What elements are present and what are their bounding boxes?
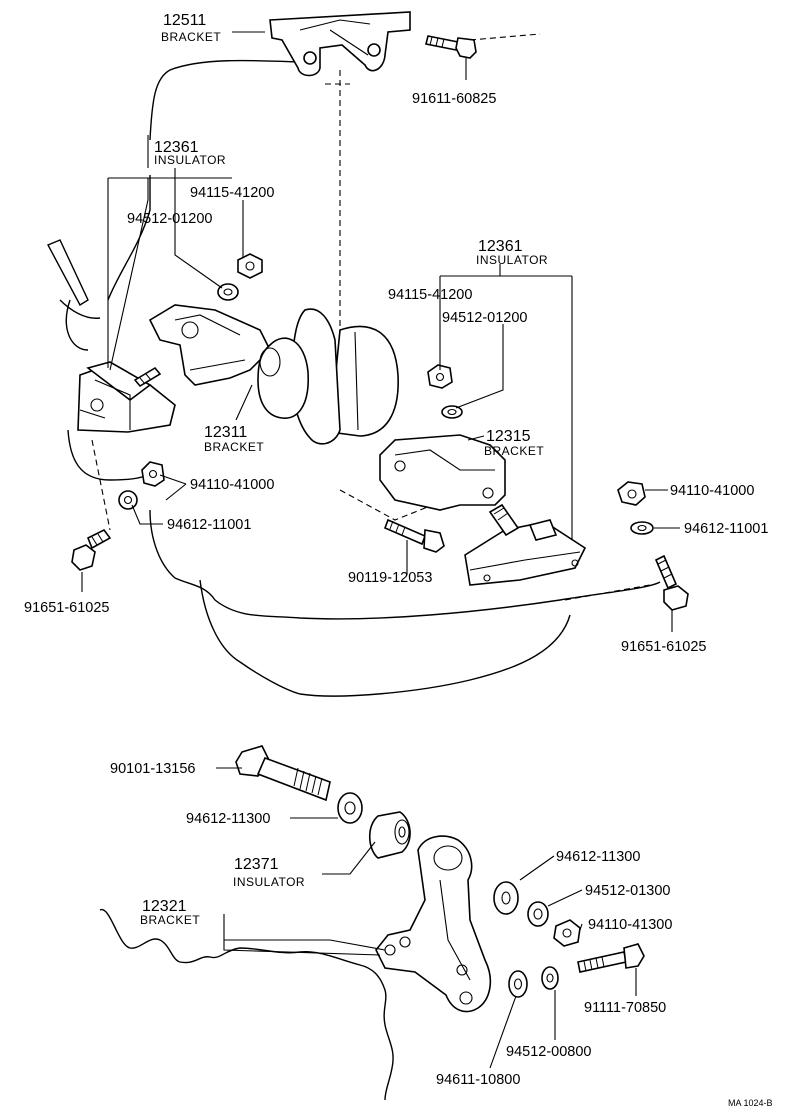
bolt-90119-12053-drawing [383,518,445,568]
nut-washer-left-mid-drawing [118,461,165,510]
leader-lines [81,31,680,1069]
nut-washer-left-top-drawing [217,253,263,301]
callout-12511-number: 12511 [163,12,206,29]
insulator-12371-drawing [368,811,411,859]
label-nut-right-low: 94110-41300 [588,917,672,933]
insulator-right-drawing [464,503,587,586]
label-bolt-top: 91611-60825 [412,91,496,107]
bolt-91611-60825-drawing [425,35,477,80]
bracket-12311-drawing [148,304,271,386]
drawing-code: MA 1024-B [728,1098,773,1108]
bolt-left-low-drawing [71,528,112,571]
washers-bottom-drawing [508,966,559,998]
transmission-drawing [257,308,399,445]
bracket-12321-drawing [375,835,492,1013]
callout-12361-left-word: INSULATOR [154,153,226,167]
label-bolt-left-low: 91651-61025 [24,600,109,616]
label-bolt-right-low: 91651-61025 [621,639,706,655]
labels: 12511 BRACKET 91611-60825 12361 INSULATO… [24,12,773,1108]
label-nut-right-mid: 94110-41000 [670,483,754,499]
label-washer-right-a: 94612-11300 [556,849,640,865]
label-nut-left-top: 94115-41200 [190,185,274,201]
bolt-right-low-drawing [654,554,689,611]
callout-12371-word: INSULATOR [233,875,305,889]
label-washer-right-b: 94512-01300 [585,883,670,899]
label-washer-small: 94512-00800 [506,1044,591,1060]
callout-12321-number: 12321 [142,898,187,915]
label-nut-right-top: 94115-41200 [388,287,472,303]
nut-washer-right-mid-drawing [617,481,654,535]
callout-12371-number: 12371 [234,856,279,873]
callout-12361-left-number: 12361 [154,139,199,156]
label-bolt-center: 90119-12053 [348,570,432,586]
washers-right-drawing [493,881,581,947]
callout-12361-right-number: 12361 [478,238,523,255]
callout-12321-word: BRACKET [140,913,200,927]
label-nut-left-mid: 94110-41000 [190,477,274,493]
label-bolt-long: 90101-13156 [110,761,195,777]
bracket-12511-drawing [269,11,411,77]
callout-12511-word: BRACKET [161,30,221,44]
callout-12315-number: 12315 [486,428,531,445]
label-washer-bottom: 94611-10800 [436,1072,520,1088]
bolt-91111-70850-drawing [577,943,645,973]
label-washer-right-top: 94512-01200 [442,310,527,326]
callout-12315-word: BRACKET [484,444,544,458]
callout-12311-word: BRACKET [204,440,264,454]
callout-12311-number: 12311 [204,424,247,441]
nut-washer-right-top-drawing [427,364,463,419]
label-washer-left-mid: 94612-11001 [167,517,251,533]
label-washer-left-top: 94512-01200 [127,211,212,227]
insulator-left-drawing [77,361,176,433]
bracket-12315-drawing [379,434,506,511]
bolt-90101-13156-drawing [235,745,331,802]
label-bolt-short: 91111-70850 [584,1000,666,1016]
callout-12361-right-word: INSULATOR [476,253,548,267]
label-washer-right-mid: 94612-11001 [684,521,768,537]
label-washer-collar: 94612-11300 [186,811,270,827]
washer-collar-drawing [337,792,363,824]
